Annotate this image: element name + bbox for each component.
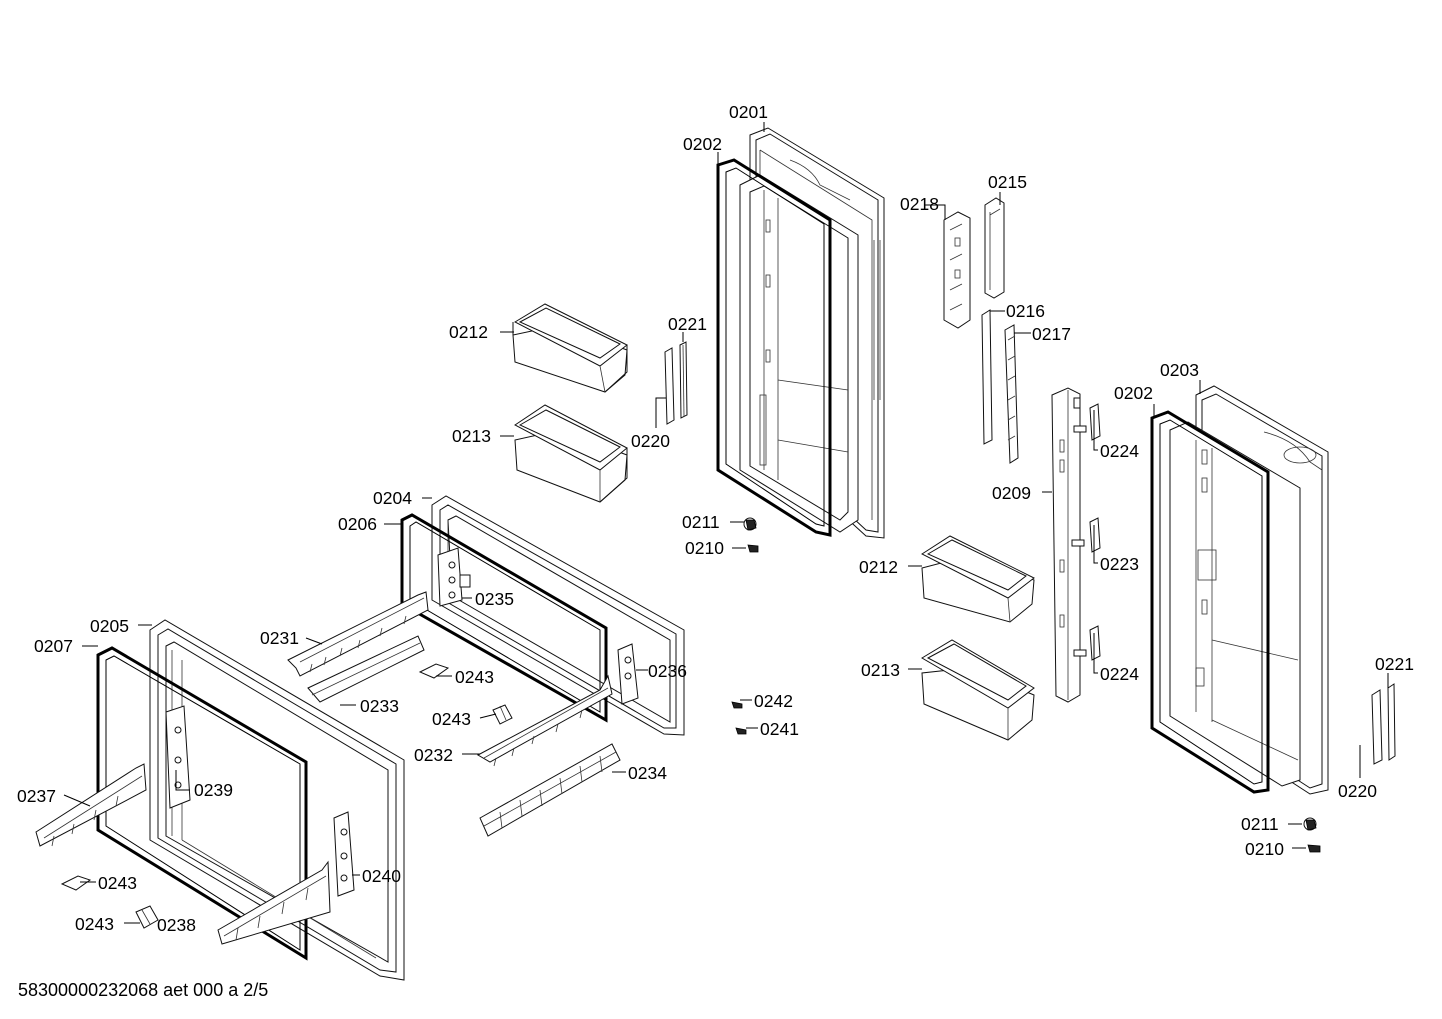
callout-0243-a: 0243	[455, 667, 494, 687]
rail-hinge-bottom	[1073, 625, 1101, 661]
door-bin-upper-left	[512, 303, 628, 393]
drawer-rail-0232	[476, 674, 613, 767]
drawer-rail-0237	[35, 763, 147, 847]
hinge-parts-right	[1303, 817, 1321, 853]
callout-0204: 0204	[373, 488, 412, 508]
door-bin-upper-right	[920, 535, 1035, 623]
callout-0232: 0232	[414, 745, 453, 765]
callout-0220-left: 0220	[631, 431, 670, 451]
left-door-strips	[664, 341, 688, 425]
callout-0203: 0203	[1160, 360, 1199, 380]
right-door-strips	[1371, 683, 1396, 765]
callout-0211-left: 0211	[682, 512, 720, 532]
screw-0241	[735, 727, 747, 735]
right-door-gasket	[1150, 410, 1270, 794]
door-bin-lower-left	[514, 404, 628, 503]
callout-0235: 0235	[475, 589, 514, 609]
screw-0242	[731, 701, 743, 709]
callout-0240: 0240	[362, 866, 401, 886]
rail-hinge-top	[1073, 403, 1101, 441]
callout-0223: 0223	[1100, 554, 1139, 574]
drawer-hinge-0240	[333, 811, 355, 897]
callout-0231: 0231	[260, 628, 299, 648]
callout-0215: 0215	[988, 172, 1027, 192]
callout-0238: 0238	[157, 915, 196, 935]
callout-labels: 0201 0202 0218 0215 0216 0217 0212 0221 …	[17, 102, 1414, 935]
callout-0218: 0218	[900, 194, 939, 214]
callout-0224-top: 0224	[1100, 441, 1139, 461]
callout-0209: 0209	[992, 483, 1031, 503]
clip-0243-d	[135, 905, 159, 929]
document-id-footer: 58300000232068 aet 000 a 2/5	[18, 980, 269, 1000]
callout-0233: 0233	[360, 696, 399, 716]
callout-0243-c: 0243	[98, 873, 137, 893]
upper-left-door-gasket	[716, 158, 832, 537]
callout-0224-bottom: 0224	[1100, 664, 1139, 684]
strip-0216	[981, 309, 993, 445]
callout-0234: 0234	[628, 763, 667, 783]
callout-0221-right: 0221	[1375, 654, 1414, 674]
callout-0207: 0207	[34, 636, 73, 656]
callout-0205: 0205	[90, 616, 129, 636]
callout-0201: 0201	[729, 102, 768, 122]
leader-lines	[63, 122, 1389, 924]
callout-0210-left: 0210	[685, 538, 724, 558]
middle-drawer-front	[431, 495, 685, 736]
callout-0243-b: 0243	[432, 709, 471, 729]
drawer-hinge-0236	[617, 643, 639, 705]
clip-0243-a	[418, 663, 450, 679]
callout-0213-right: 0213	[861, 660, 900, 680]
rail-bracket-0215	[984, 197, 1005, 299]
callout-0217: 0217	[1032, 324, 1071, 344]
callout-0211-right: 0211	[1241, 814, 1279, 834]
middle-drawer-gasket	[400, 513, 608, 723]
callout-0220-right: 0220	[1338, 781, 1377, 801]
clip-0243-b	[492, 704, 513, 725]
callout-0239: 0239	[194, 780, 233, 800]
callout-0216: 0216	[1006, 301, 1045, 321]
upper-left-door-liner	[739, 174, 859, 533]
center-mullion-rail	[1051, 387, 1081, 703]
callout-0242: 0242	[754, 691, 793, 711]
callout-0213-left: 0213	[452, 426, 491, 446]
right-door-liner	[1169, 421, 1301, 787]
drawer-crossmember-0234	[479, 743, 621, 837]
callout-0210-right: 0210	[1245, 839, 1284, 859]
callout-0202-upper: 0202	[683, 134, 722, 154]
callout-0206: 0206	[338, 514, 377, 534]
door-bin-lower-right	[921, 639, 1035, 741]
strip-0217	[1004, 324, 1019, 464]
hinge-parts-left	[743, 517, 759, 553]
rail-bracket-0218	[943, 211, 971, 329]
callout-0202-right: 0202	[1114, 383, 1153, 403]
callout-0212-right: 0212	[859, 557, 898, 577]
callout-0236: 0236	[648, 661, 687, 681]
drawer-hinge-0235	[437, 547, 471, 607]
drawer-rail-0238	[217, 860, 331, 945]
callout-0212-left: 0212	[449, 322, 488, 342]
callout-0221-left: 0221	[668, 314, 707, 334]
clip-0243-c	[60, 875, 92, 891]
rail-hinge-middle	[1071, 517, 1101, 553]
callout-0237: 0237	[17, 786, 56, 806]
drawer-rail-0231	[287, 591, 429, 677]
drawer-crossmember-0233	[307, 635, 425, 703]
callout-0243-d: 0243	[75, 914, 114, 934]
callout-0241: 0241	[760, 719, 799, 739]
